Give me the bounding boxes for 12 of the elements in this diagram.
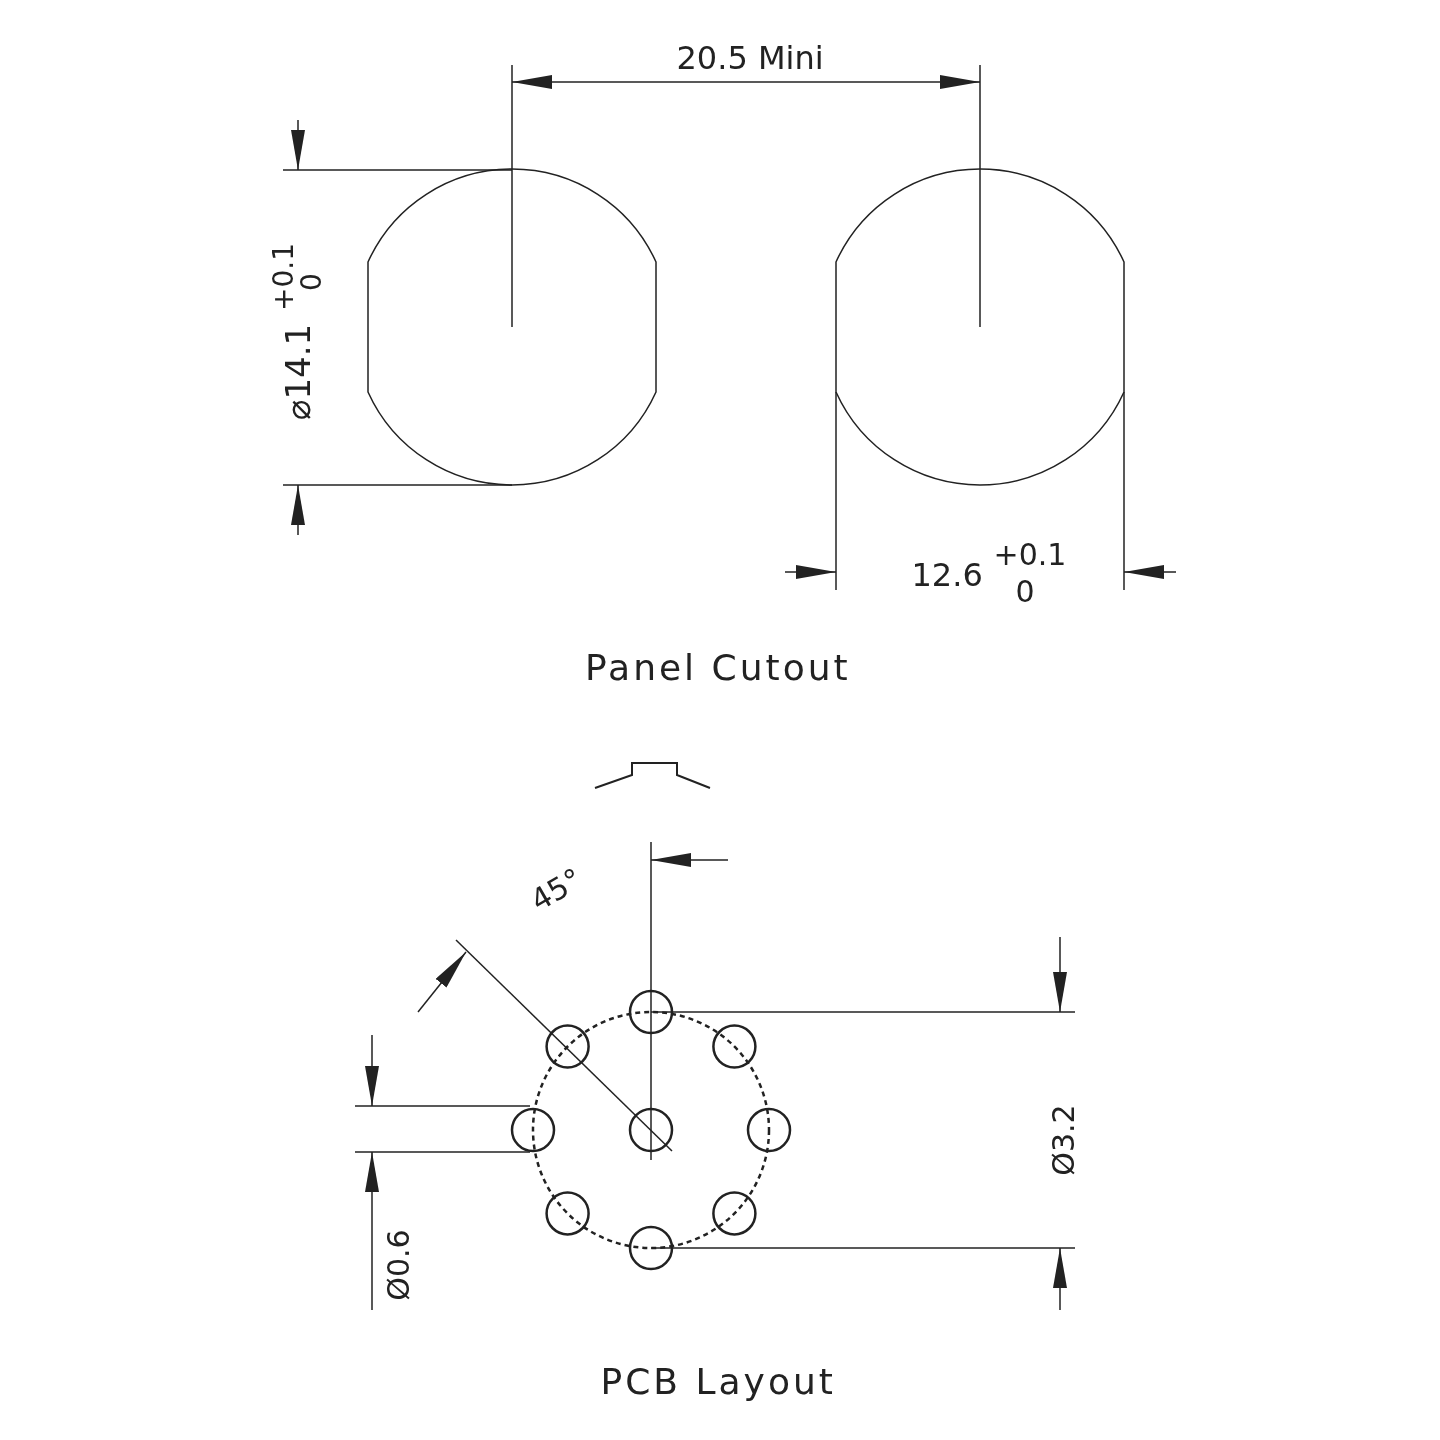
dimension-label: 20.5 Mini [676,42,824,74]
tolerance-label: +0.1 [993,540,1067,570]
dimension-label: Ø3.2 [1048,1104,1079,1176]
dimension-label: 12.6 [911,559,983,591]
tolerance-label: 0 [297,273,326,291]
section-caption: Panel Cutout [585,650,851,686]
tolerance-label: 0 [1015,577,1035,607]
tolerance-label: +0.1 [270,243,298,311]
dimension-label: ⌀14.1 [281,323,316,421]
section-caption: PCB Layout [600,1364,836,1400]
dimension-label: Ø0.6 [383,1229,414,1301]
angle-label: 45° [525,863,587,917]
